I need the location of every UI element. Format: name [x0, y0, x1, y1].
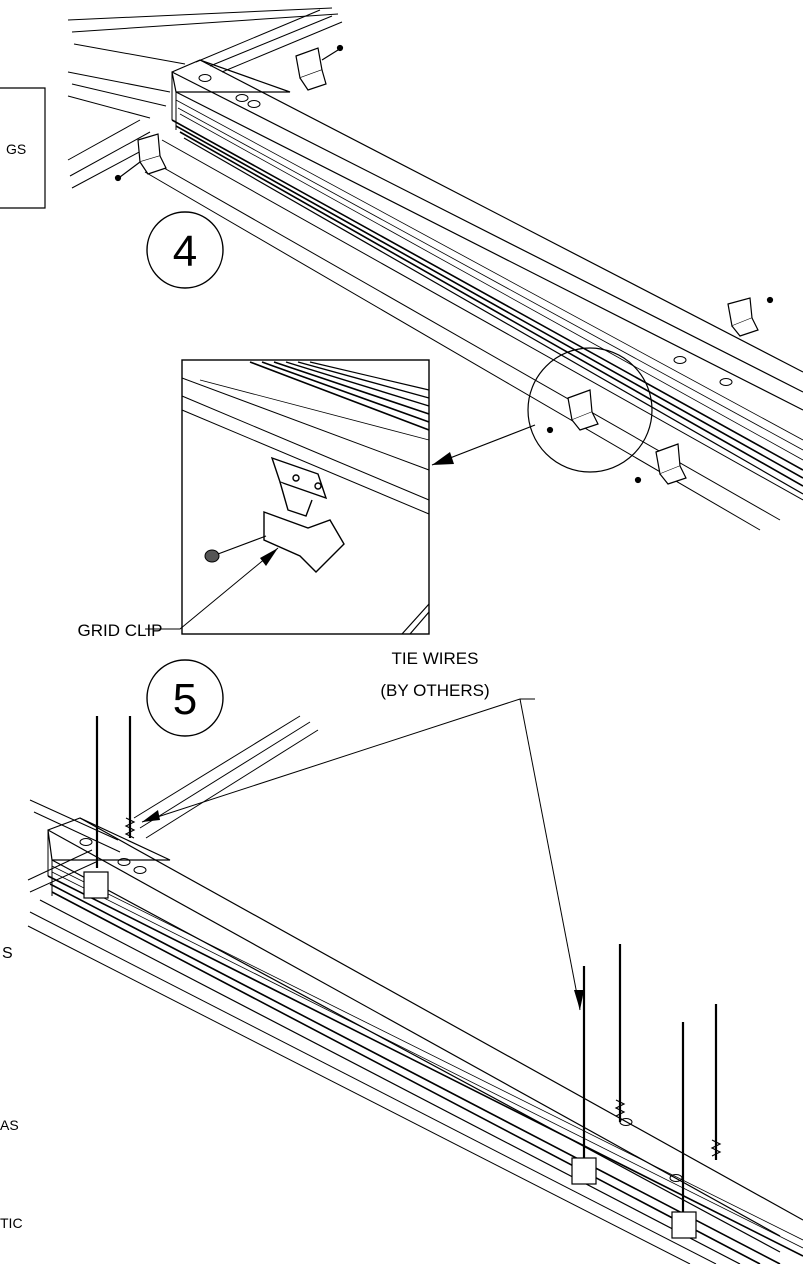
left-fragment-as: AS [0, 1117, 19, 1133]
tie-wires-label-line1: TIE WIRES [392, 649, 479, 668]
step5-number: 5 [173, 675, 197, 724]
fixture-body-upper [144, 59, 803, 531]
left-fragment-tic: TIC [0, 1215, 23, 1231]
ceiling-grid-tee-lower [27, 715, 319, 893]
wire-twists [124, 817, 722, 1157]
left-note-box: GS [0, 87, 46, 209]
ceiling-grid-tee-upper [67, 7, 343, 189]
fixture-body-lower [27, 817, 803, 1264]
step5-assembly [27, 659, 803, 1264]
grid-clip-label: GRID CLIP [77, 621, 162, 640]
detail-callout-circle [527, 347, 653, 473]
step4-number: 4 [173, 227, 197, 276]
tie-wires [95, 716, 718, 1212]
left-note-fragment: GS [6, 141, 26, 157]
detail-inset [145, 359, 430, 635]
screw-detail [204, 549, 220, 563]
step4-assembly [67, 7, 803, 531]
left-fragment-s: S [2, 945, 13, 962]
step4-badge [146, 211, 224, 289]
grid-clips-lower [83, 871, 697, 1239]
grid-clips-upper [114, 44, 774, 485]
step5-badge [146, 659, 224, 737]
grid-clip-detail [263, 456, 345, 573]
tie-wires-label-line2: (BY OTHERS) [380, 681, 489, 700]
